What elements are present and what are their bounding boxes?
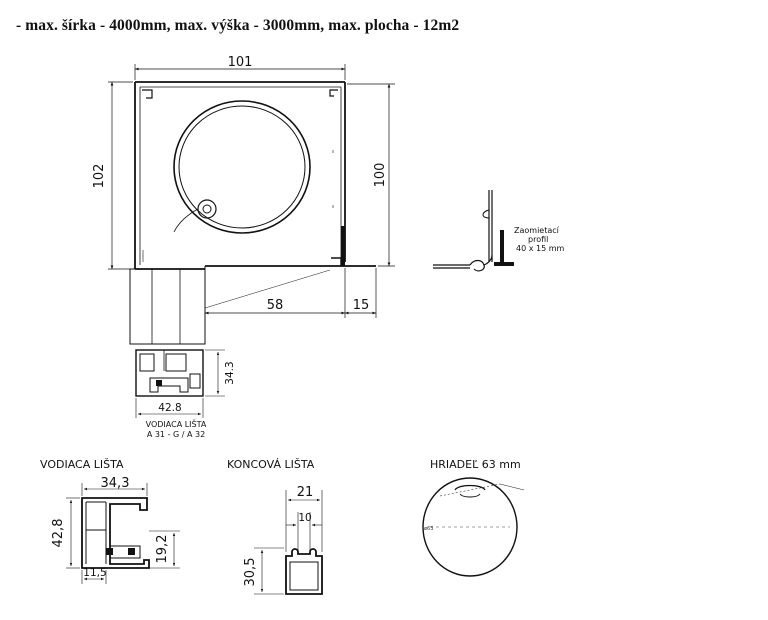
box-lip-label: 15	[353, 298, 370, 313]
box-outline	[134, 81, 376, 313]
end-rail-inner-label: 10	[298, 512, 311, 524]
box-depth-label: 58	[267, 298, 284, 313]
end-rail-height-label: 30,5	[243, 558, 258, 587]
plaster-profile-label-1: Zaomietací	[514, 226, 560, 235]
plaster-profile-drawing	[433, 190, 514, 272]
roller-box-drawing	[108, 64, 395, 345]
end-rail-outer-label: 21	[297, 485, 314, 500]
plaster-profile-label-3: 40 x 15 mm	[516, 244, 565, 253]
curtain-roll	[173, 100, 311, 234]
guide-rail-bottom-label: 11,5	[83, 567, 106, 579]
small-rail-caption-1: VODIACA LIŠTA	[146, 418, 207, 429]
plaster-profile-label-2: profil	[528, 235, 548, 244]
small-rail-caption-2: A 31 - G / A 32	[147, 430, 205, 439]
small-rail-height-label: 34.3	[224, 361, 236, 384]
guide-rail-left-label: 42,8	[51, 519, 66, 548]
box-height-left-label: 102	[92, 164, 107, 189]
small-rail-width-label: 42.8	[158, 402, 181, 414]
guide-rail-top-label: 34,3	[101, 476, 130, 491]
guide-rail-drawing	[66, 483, 180, 584]
page-header: - max. šírka - 4000mm, max. výška - 3000…	[16, 17, 460, 34]
guide-rail-right-label: 19,2	[155, 535, 170, 564]
shaft-drawing	[422, 477, 525, 577]
box-dimension-lines	[108, 64, 395, 318]
guide-rail-title: VODIACA LIŠTA	[40, 458, 124, 471]
end-rail-drawing	[254, 490, 323, 595]
small-guide-rail-drawing	[135, 349, 225, 418]
guide-rail-below	[129, 268, 331, 345]
box-width-label: 101	[228, 55, 253, 70]
shaft-title: HRIADEĽ 63 mm	[430, 458, 521, 471]
end-rail-title: KONCOVÁ LIŠTA	[227, 458, 315, 471]
box-height-right-label: 100	[373, 163, 388, 188]
shaft-diameter-label: ø63	[424, 526, 433, 532]
